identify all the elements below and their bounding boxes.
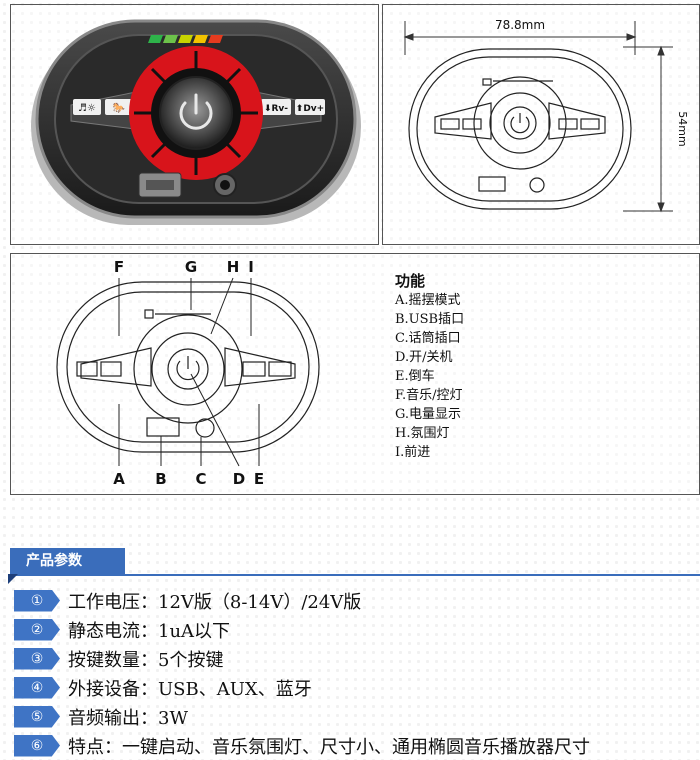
width-label: 78.8mm bbox=[495, 18, 545, 32]
callout-h: H bbox=[227, 258, 240, 276]
forward-key[interactable] bbox=[295, 99, 325, 115]
dimension-drawing-panel: 78.8mm 54mm bbox=[382, 4, 700, 245]
param-item: ② 静态电流：1uA以下 bbox=[14, 615, 590, 644]
forward-label: ⬆Dv+ bbox=[296, 104, 324, 114]
function-item: B.USB插口 bbox=[395, 312, 465, 327]
callout-i: I bbox=[248, 258, 254, 276]
usb-slot bbox=[146, 180, 174, 190]
param-item: ⑤ 音频输出：3W bbox=[14, 702, 590, 731]
callout-f: F bbox=[114, 258, 124, 276]
callout-g: G bbox=[185, 258, 197, 276]
param-text: 按键数量：5个按键 bbox=[68, 649, 224, 671]
horse-icon: 🐎 bbox=[113, 102, 126, 114]
callout-e: E bbox=[254, 470, 264, 488]
battery-bar bbox=[193, 35, 208, 43]
callout-c: C bbox=[195, 470, 206, 488]
param-item: ① 工作电压：12V版（8-14V）/24V版 bbox=[14, 586, 590, 615]
function-item: E.倒车 bbox=[395, 369, 435, 384]
battery-bar bbox=[148, 35, 163, 43]
battery-bar bbox=[178, 35, 193, 43]
function-diagram: F G H I A B C D E bbox=[56, 258, 320, 488]
battery-bar bbox=[208, 35, 223, 43]
function-diagram-panel: F G H I A B C D E bbox=[10, 253, 700, 495]
param-number-badge: ⑤ bbox=[14, 705, 60, 728]
dimension-drawing: 78.8mm 54mm bbox=[403, 18, 689, 213]
music-light-key[interactable] bbox=[73, 99, 101, 115]
callout-b: B bbox=[155, 470, 166, 488]
function-item: D.开/关机 bbox=[395, 350, 453, 365]
mic-hole bbox=[220, 180, 230, 190]
param-number-badge: ⑥ bbox=[14, 734, 60, 757]
product-photo-panel: ♬☼ 🐎 ⬇Rv- ⬆Dv+ bbox=[10, 4, 379, 245]
power-icon bbox=[179, 93, 213, 130]
function-item: F.音乐/控灯 bbox=[395, 388, 463, 403]
function-item: I.前进 bbox=[395, 445, 431, 460]
functions-list: A.摇摆模式 B.USB插口 C.话筒插口 D.开/关机 E.倒车 F.音乐/控… bbox=[395, 291, 464, 462]
reverse-key[interactable] bbox=[261, 99, 291, 115]
param-text: 音频输出：3W bbox=[68, 707, 188, 729]
param-number-badge: ② bbox=[14, 618, 60, 641]
param-item: ⑥ 特点：一键启动、音乐氛围灯、尺寸小、通用椭圆音乐播放器尺寸 bbox=[14, 731, 590, 760]
callout-d: D bbox=[233, 470, 245, 488]
param-number-badge: ① bbox=[14, 589, 60, 612]
section-divider bbox=[10, 574, 700, 576]
param-item: ④ 外接设备：USB、AUX、蓝牙 bbox=[14, 673, 590, 702]
section-corner bbox=[8, 574, 18, 584]
reverse-label: ⬇Rv- bbox=[264, 104, 288, 114]
product-photo: ♬☼ 🐎 ⬇Rv- ⬆Dv+ bbox=[31, 19, 361, 225]
param-number-badge: ④ bbox=[14, 676, 60, 699]
param-text: 特点：一键启动、音乐氛围灯、尺寸小、通用椭圆音乐播放器尺寸 bbox=[68, 736, 590, 758]
function-item: G.电量显示 bbox=[395, 407, 462, 422]
callout-a: A bbox=[113, 470, 125, 488]
params-section-tab: 产品参数 bbox=[10, 548, 125, 574]
param-text: 静态电流：1uA以下 bbox=[68, 620, 231, 642]
function-item: H.氛围灯 bbox=[395, 426, 450, 441]
param-item: ③ 按键数量：5个按键 bbox=[14, 644, 590, 673]
functions-title: 功能 bbox=[395, 272, 426, 290]
height-label: 54mm bbox=[676, 111, 689, 146]
function-item: A.摇摆模式 bbox=[395, 293, 461, 308]
param-text: 工作电压：12V版（8-14V）/24V版 bbox=[68, 591, 362, 613]
music-light-icon: ♬☼ bbox=[78, 103, 96, 114]
battery-indicator bbox=[148, 35, 223, 43]
swing-key[interactable] bbox=[105, 99, 133, 115]
param-number-badge: ③ bbox=[14, 647, 60, 670]
param-text: 外接设备：USB、AUX、蓝牙 bbox=[68, 678, 312, 700]
battery-bar bbox=[163, 35, 178, 43]
params-list: ① 工作电压：12V版（8-14V）/24V版 ② 静态电流：1uA以下 ③ 按键数量… bbox=[14, 586, 590, 760]
function-item: C.话筒插口 bbox=[395, 331, 461, 346]
